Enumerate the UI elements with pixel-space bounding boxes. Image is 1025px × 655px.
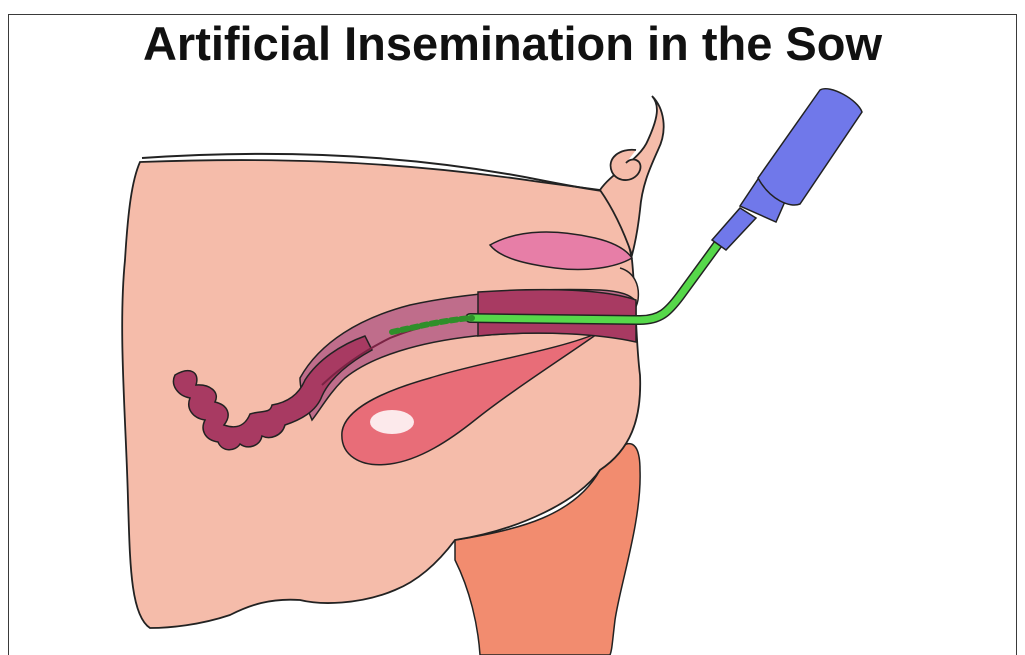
tail-curl bbox=[611, 150, 641, 180]
bladder-highlight bbox=[370, 410, 414, 434]
semen-bottle-body bbox=[758, 89, 862, 205]
semen-bottle-neck bbox=[712, 208, 756, 250]
